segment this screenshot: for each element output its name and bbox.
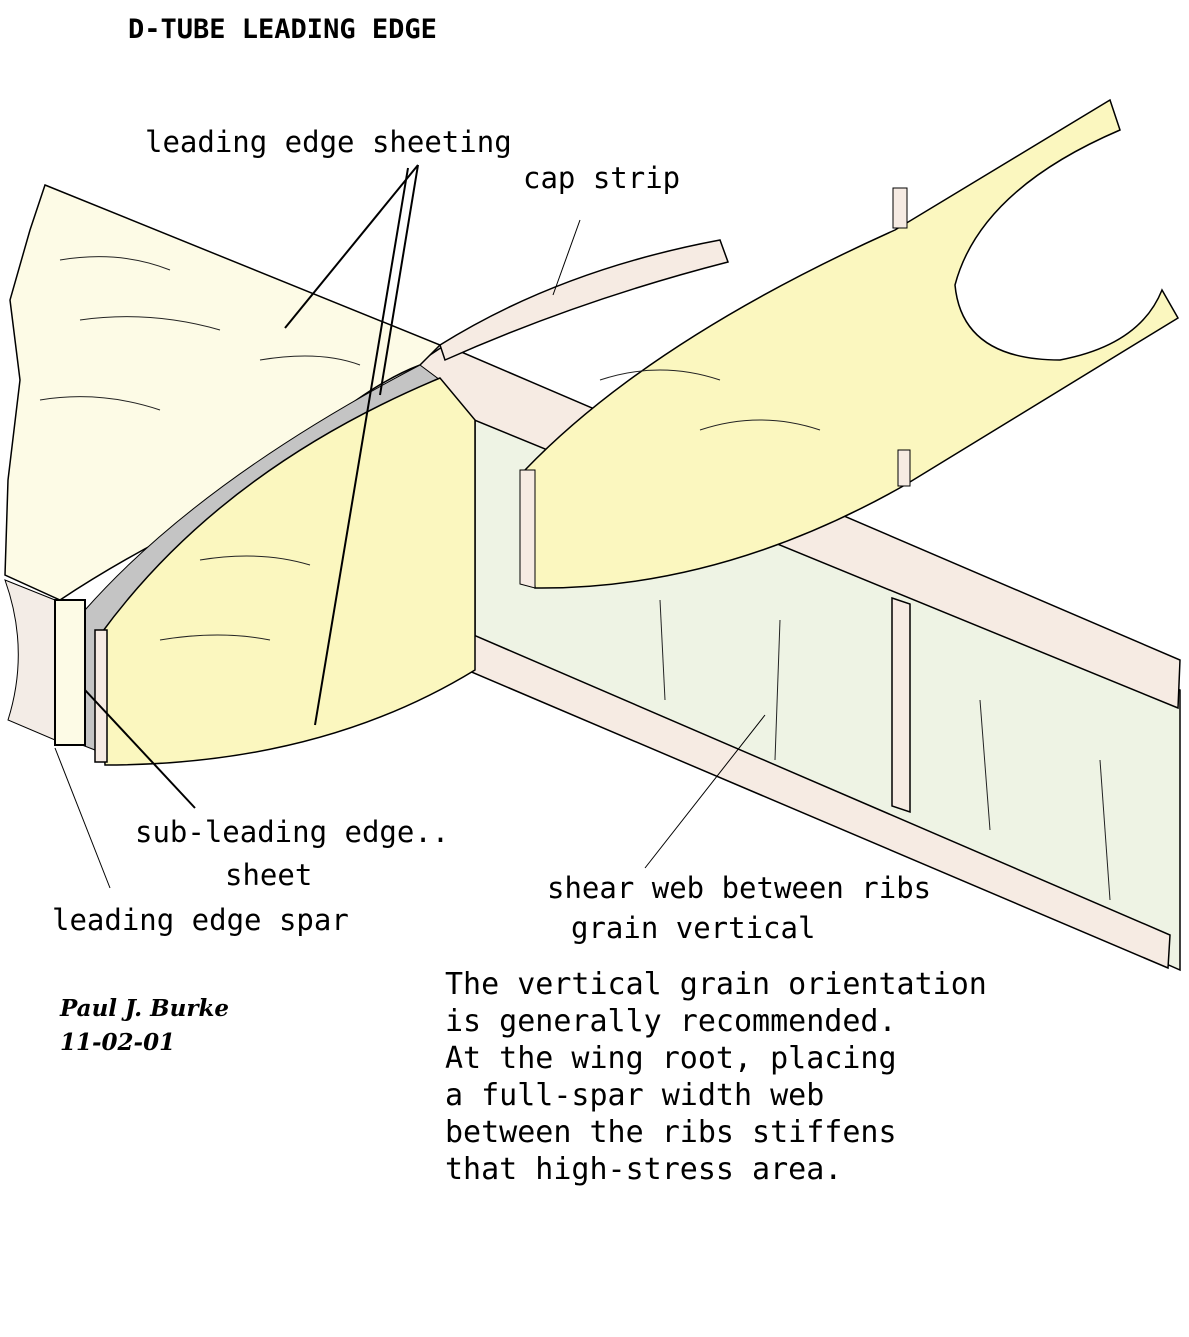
label-grain-vertical: grain vertical xyxy=(571,911,815,945)
label-leading-edge-spar: leading edge spar xyxy=(52,903,349,937)
label-cap-strip: cap strip xyxy=(523,161,680,195)
rib-edge-strip xyxy=(519,469,536,589)
root-rib xyxy=(99,377,476,766)
wood-grain xyxy=(39,256,1111,901)
web-stiffener xyxy=(891,596,911,814)
note-paragraph: The vertical grain orientation is genera… xyxy=(445,967,987,1187)
cap-strip xyxy=(439,239,729,362)
diagram-title: D-TUBE LEADING EDGE xyxy=(128,14,437,45)
label-shear-web: shear web between ribs xyxy=(547,871,931,905)
note-line: between the ribs stiffens xyxy=(445,1115,897,1150)
signature-date: 11-02-01 xyxy=(60,1029,175,1056)
label-sub-leading-edge: sub-leading edge.. xyxy=(135,815,449,849)
label-sub-leading-edge-sheet: sheet xyxy=(225,858,312,892)
rib-notch-top xyxy=(892,187,908,229)
leading-edge-fill xyxy=(4,579,56,741)
label-leading-edge-sheeting: leading edge sheeting xyxy=(145,125,512,159)
leader-lines xyxy=(54,164,766,889)
note-line: a full-spar width web xyxy=(445,1078,824,1113)
rib-notch-bottom xyxy=(897,449,911,487)
note-line: The vertical grain orientation xyxy=(445,967,987,1002)
note-line: At the wing root, placing xyxy=(445,1041,897,1076)
note-line: that high-stress area. xyxy=(445,1152,842,1187)
outboard-rib xyxy=(524,98,1180,589)
leading-edge-spar xyxy=(54,599,86,746)
note-line: is generally recommended. xyxy=(445,1004,897,1039)
signature-name: Paul J. Burke xyxy=(59,995,229,1022)
sub-spar-strip xyxy=(94,629,108,763)
